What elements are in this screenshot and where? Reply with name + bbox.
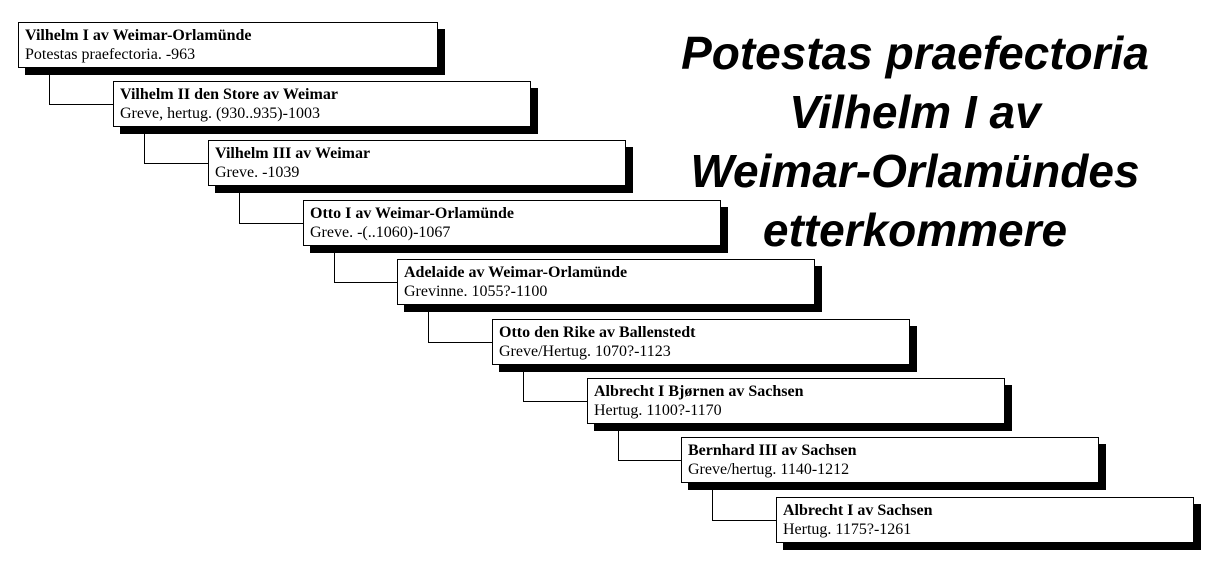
person-name: Bernhard III av Sachsen	[688, 442, 857, 459]
connector-line	[144, 127, 208, 164]
person-name: Otto den Rike av Ballenstedt	[499, 324, 696, 341]
connector-line	[712, 483, 776, 521]
person-node-2: Vilhelm II den Store av Weimar Greve, he…	[113, 81, 531, 127]
person-info: Greve/Hertug. 1070?-1123	[499, 343, 671, 360]
diagram-title: Potestas praefectoria Vilhelm I av Weima…	[650, 24, 1180, 260]
title-line-2: Vilhelm I av	[789, 86, 1041, 138]
person-info: Hertug. 1100?-1170	[594, 402, 722, 419]
person-info: Grevinne. 1055?-1100	[404, 283, 548, 300]
person-node-6: Otto den Rike av Ballenstedt Greve/Hertu…	[492, 319, 910, 365]
connector-line	[523, 365, 587, 402]
person-info: Greve, hertug. (930..935)-1003	[120, 105, 320, 122]
person-info: Greve. -(..1060)-1067	[310, 224, 451, 241]
person-info: Hertug. 1175?-1261	[783, 521, 912, 538]
title-line-3: Weimar-Orlamündes	[690, 145, 1140, 197]
title-line-4: etterkommere	[762, 204, 1068, 256]
person-name: Otto I av Weimar-Orlamünde	[310, 205, 514, 222]
person-name: Vilhelm III av Weimar	[215, 145, 371, 162]
person-node-8: Bernhard III av Sachsen Greve/hertug. 11…	[681, 437, 1099, 483]
person-name: Vilhelm II den Store av Weimar	[120, 86, 338, 103]
person-name: Albrecht I Bjørnen av Sachsen	[594, 383, 804, 400]
connector-line	[428, 305, 492, 343]
title-line-1: Potestas praefectoria	[681, 27, 1149, 79]
person-name: Adelaide av Weimar-Orlamünde	[404, 264, 628, 281]
connector-line	[239, 186, 303, 224]
person-name: Vilhelm I av Weimar-Orlamünde	[25, 27, 252, 44]
person-info: Potestas praefectoria. -963	[25, 46, 196, 63]
person-node-1: Vilhelm I av Weimar-Orlamünde Potestas p…	[18, 22, 438, 68]
connector-line	[49, 68, 113, 105]
connector-line	[618, 424, 681, 461]
person-name: Albrecht I av Sachsen	[783, 502, 933, 519]
person-node-4: Otto I av Weimar-Orlamünde Greve. -(..10…	[303, 200, 721, 246]
connector-line	[334, 246, 397, 283]
person-node-3: Vilhelm III av Weimar Greve. -1039	[208, 140, 626, 186]
person-info: Greve. -1039	[215, 164, 300, 181]
person-node-5: Adelaide av Weimar-Orlamünde Grevinne. 1…	[397, 259, 815, 305]
person-node-7: Albrecht I Bjørnen av Sachsen Hertug. 11…	[587, 378, 1005, 424]
person-info: Greve/hertug. 1140-1212	[688, 461, 850, 478]
person-node-9: Albrecht I av Sachsen Hertug. 1175?-1261	[776, 497, 1194, 543]
